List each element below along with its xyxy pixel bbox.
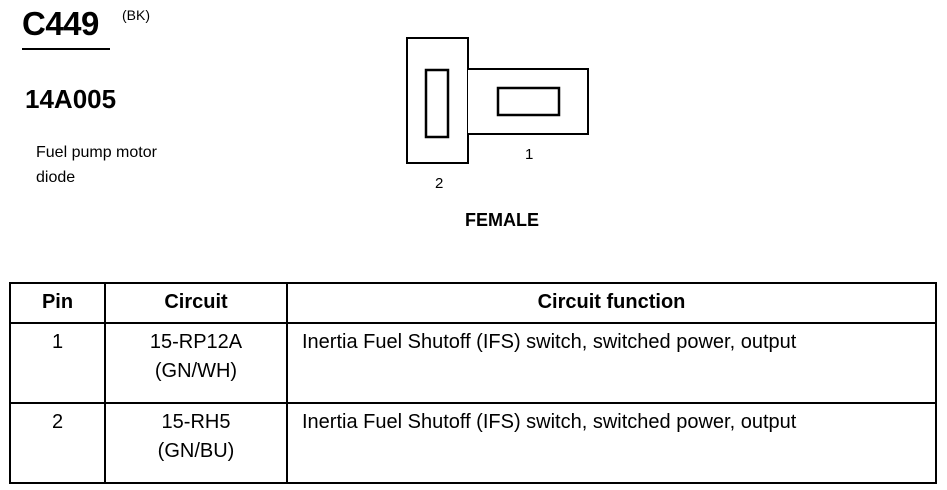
pin-cell: 2 [9,402,106,484]
pin-2-terminal [424,68,450,139]
circuit-cell: 15-RH5 (GN/BU) [104,402,288,484]
part-number: 14A005 [25,84,117,114]
header-circuit: Circuit [104,282,288,324]
pin-1-terminal [496,86,561,117]
connector-id: C449 [22,5,99,42]
description-line-1: Fuel pump motor [36,144,157,161]
description-line-2: diode [36,169,76,186]
circuit-cell: 15-RP12A (GN/WH) [104,322,288,404]
connector-face-diagram: 1 2 [406,37,589,192]
circuit-number: 15-RP12A [149,331,243,353]
table-row: 1 15-RP12A (GN/WH) Inertia Fuel Shutoff … [9,322,937,404]
circuit-function-cell: Inertia Fuel Shutoff (IFS) switch, switc… [286,402,937,484]
header-circuit-function: Circuit function [286,282,937,324]
pin-1-label: 1 [525,146,533,163]
connector-description: Fuel pump motor diode [36,140,206,190]
table-row: 2 15-RH5 (GN/BU) Inertia Fuel Shutoff (I… [9,402,937,484]
table-header-row: Pin Circuit Circuit function [9,282,937,324]
color-code: (BK) [122,7,150,23]
circuit-number: 15-RH5 [161,411,231,433]
circuit-function-cell: Inertia Fuel Shutoff (IFS) switch, switc… [286,322,937,404]
wire-color: (GN/WH) [154,360,238,382]
pin-cell: 1 [9,322,106,404]
connector-id-underline [22,48,110,50]
pinout-table: Pin Circuit Circuit function 1 15-RP12A … [9,282,937,484]
header-pin: Pin [9,282,106,324]
connector-view-label: FEMALE [465,210,539,230]
pin-2-label: 2 [435,175,443,192]
wire-color: (GN/BU) [157,440,235,462]
